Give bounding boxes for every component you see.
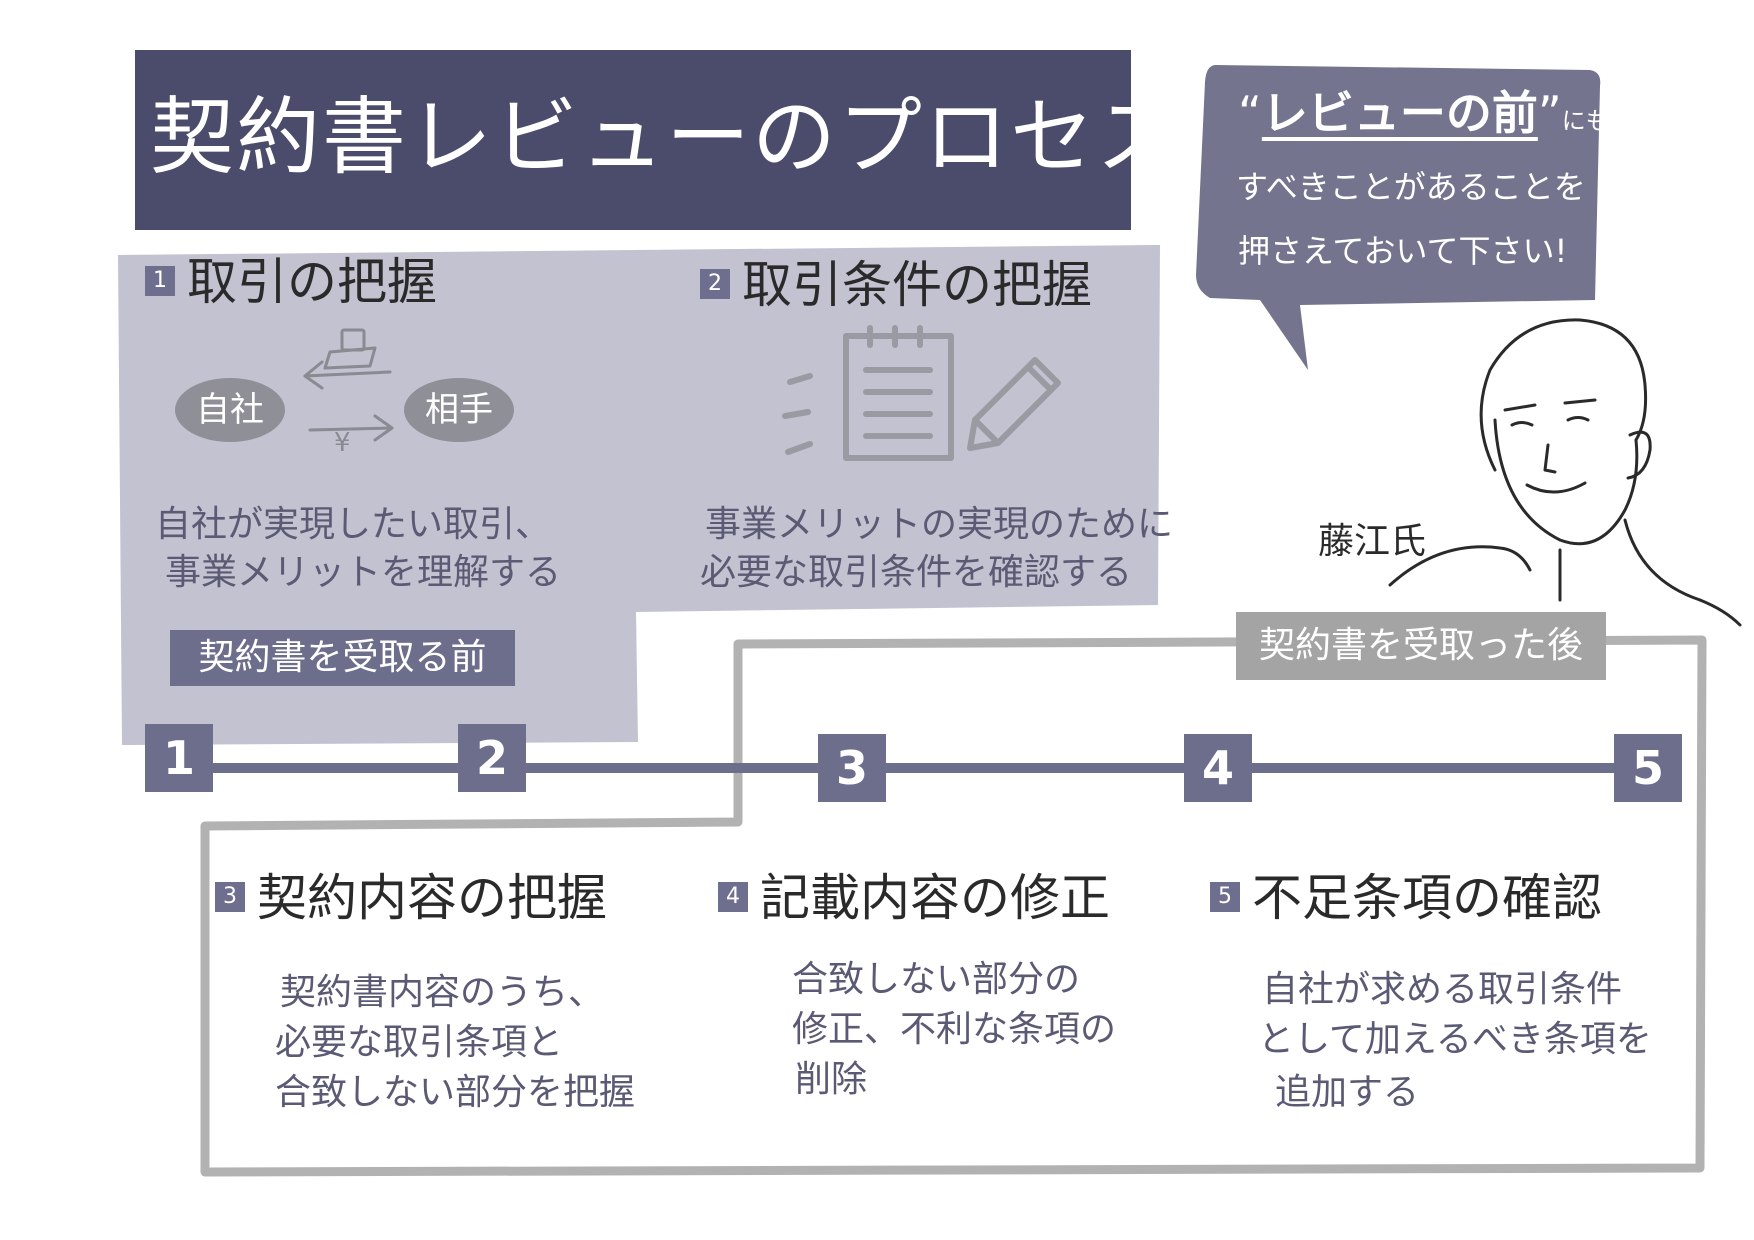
party-other-pill: 相手 [404, 378, 514, 442]
timeline-step-5: 5 [1614, 734, 1682, 802]
quote-marks-icon [782, 373, 813, 455]
step-3-number: 3 [215, 881, 245, 912]
document-tray-icon [323, 346, 377, 370]
step-3-description-line1: 契約書内容のうち、 [280, 972, 605, 1013]
transaction-illustration [303, 328, 394, 442]
arrow-left-icon [303, 360, 392, 390]
notepad-icon [843, 333, 954, 461]
quote-open: “ [1238, 86, 1262, 140]
step-3-description-line3: 合致しない部分を把握 [275, 1072, 636, 1113]
step-4-title: 4 記載内容の修正 [718, 868, 1110, 928]
step-2-description-line1: 事業メリットの実現のために [705, 504, 1174, 545]
step-4-description-line2: 修正、不利な条項の [792, 1009, 1117, 1050]
step-2-number: 2 [700, 268, 730, 299]
step-1-title-text: 取引の把握 [187, 253, 437, 311]
step-4-number: 4 [718, 881, 748, 912]
phase-before-tag: 契約書を受取る前 [170, 630, 515, 686]
step-5-description-line3: 追加する [1275, 1072, 1420, 1113]
step-3-title-text: 契約内容の把握 [257, 869, 607, 927]
yen-symbol: ¥ [334, 428, 351, 458]
speech-emphasis: レビューの前 [1261, 86, 1538, 140]
step-2-title-text: 取引条件の把握 [742, 256, 1092, 314]
step-4-description-line1: 合致しない部分の [792, 959, 1081, 1000]
step-5-description-line1: 自社が求める取引条件 [1262, 969, 1623, 1010]
phase-after-tag: 契約書を受取った後 [1236, 612, 1606, 680]
speech-suffix: にも [1561, 107, 1610, 135]
portrait-illustration [1388, 318, 1742, 627]
step-1-number: 1 [145, 265, 175, 296]
speech-bubble-line2: すべきことがあることを [1236, 168, 1586, 206]
step-2-description-line2: 必要な取引条件を確認する [700, 552, 1133, 593]
step-4-title-text: 記載内容の修正 [760, 869, 1110, 927]
page-title: 契約書レビューのプロセス [150, 88, 1183, 186]
step-1-title: 1 取引の把握 [145, 252, 437, 312]
timeline-step-2: 2 [458, 724, 526, 792]
document-icon [340, 328, 366, 352]
speech-bubble-line3: 押さえておいて下さい! [1238, 232, 1568, 270]
step-3-title: 3 契約内容の把握 [215, 868, 607, 928]
step-3-description-line2: 必要な取引条項と [275, 1022, 564, 1063]
party-self-pill: 自社 [175, 378, 285, 442]
step-4-description-line3: 削除 [795, 1059, 868, 1100]
speech-bubble-line1: “レビューの前”にも [1238, 82, 1610, 152]
step-5-description-line2: として加えるべき条項を [1258, 1019, 1652, 1060]
pencil-icon [967, 357, 1061, 451]
document-pencil-illustration [782, 325, 1061, 461]
arrow-right-icon [308, 414, 394, 442]
timeline-step-3: 3 [818, 734, 886, 802]
timeline-step-4: 4 [1184, 734, 1252, 802]
step-2-title: 2 取引条件の把握 [700, 255, 1092, 315]
person-name: 藤江氏 [1318, 521, 1427, 562]
step-5-number: 5 [1210, 881, 1240, 912]
step-5-title: 5 不足条項の確認 [1210, 868, 1602, 928]
step-5-title-text: 不足条項の確認 [1252, 869, 1602, 927]
step-1-description-line2: 事業メリットを理解する [165, 552, 562, 593]
title-banner [135, 50, 1131, 230]
timeline-step-1: 1 [145, 724, 213, 792]
quote-close: ” [1537, 86, 1562, 140]
step-1-description-line1: 自社が実現したい取引、 [155, 504, 552, 545]
